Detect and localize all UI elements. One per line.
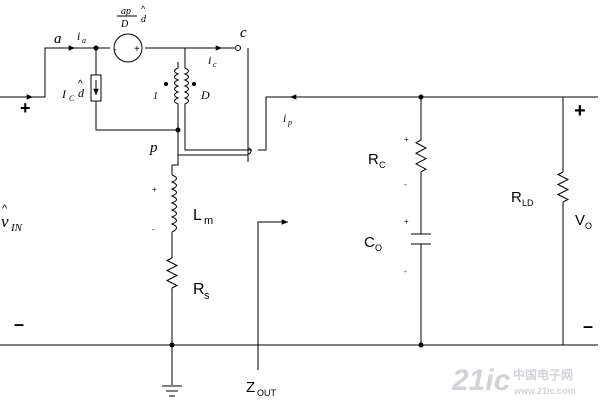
svg-text:C: C: [364, 234, 375, 251]
wires: [0, 47, 598, 397]
dep-den: D: [120, 19, 129, 30]
node-a: a: [54, 31, 62, 47]
rc-plus: +: [404, 135, 409, 144]
svg-text:c: c: [213, 60, 217, 69]
label-rld: R LD: [511, 189, 534, 208]
svg-text:R: R: [511, 189, 522, 206]
node-c: c: [240, 25, 247, 41]
resistor-rs: [165, 257, 179, 289]
transformer-secondary: D: [200, 88, 210, 102]
lm-plus: +: [152, 185, 157, 194]
svg-text:LD: LD: [522, 198, 534, 208]
output-plus: +: [574, 100, 586, 122]
current-label-ia: i a: [77, 29, 86, 45]
svg-text:L: L: [193, 207, 202, 224]
output-minus: –: [583, 316, 593, 336]
transformer: 1 D: [153, 62, 210, 112]
node-p: p: [149, 140, 158, 156]
junctions: [93, 45, 424, 348]
current-label-ic: i c: [208, 53, 217, 69]
capacitor-co: + -: [404, 217, 431, 276]
label-rs: R s: [193, 281, 210, 302]
svg-text:O: O: [375, 243, 382, 253]
source-plus: +: [134, 44, 140, 55]
ic-sub: C: [69, 94, 75, 103]
svg-text:m: m: [204, 215, 213, 227]
svg-text:R: R: [193, 281, 205, 298]
current-label-ip: i p: [283, 111, 292, 127]
inductor-lm: + -: [152, 174, 177, 234]
co-plus: +: [404, 217, 409, 226]
svg-text:p: p: [287, 118, 292, 127]
label-zout: Z OUT: [246, 379, 277, 398]
svg-text:s: s: [204, 290, 210, 302]
ic-var: d: [78, 86, 85, 100]
dep-hat: ^: [141, 4, 146, 14]
svg-text:i: i: [77, 29, 80, 43]
dep-num: ap: [121, 6, 131, 17]
source-minus: -: [114, 45, 117, 54]
resistor-rc: + -: [404, 135, 428, 189]
label-rc: R C: [368, 151, 386, 170]
current-arrows: [60, 45, 310, 100]
co-minus: -: [404, 267, 407, 276]
node-c-terminal: [235, 45, 241, 51]
input-minus: –: [14, 314, 24, 334]
dependent-voltage-source: - +: [113, 33, 143, 63]
svg-text:^: ^: [2, 203, 8, 215]
svg-text:R: R: [368, 151, 379, 168]
svg-text:O: O: [585, 221, 592, 231]
ic-main: I: [61, 87, 67, 101]
current-source: [90, 48, 102, 102]
svg-text:a: a: [82, 36, 86, 45]
ic-hat: ^: [78, 79, 83, 90]
label-vo: V O: [575, 212, 592, 231]
dep-var: d: [141, 14, 147, 25]
svg-text:V: V: [575, 212, 585, 229]
dep-source-label: ap D d ^: [117, 4, 147, 30]
svg-text:www.21ic.com: www.21ic.com: [513, 386, 576, 396]
label-lm: L m: [193, 207, 213, 227]
transformer-primary: 1: [153, 91, 158, 102]
resistor-rld: [556, 171, 570, 203]
watermark-logo: 21ic 中国电子网 www.21ic.com: [451, 364, 576, 397]
svg-text:i: i: [283, 111, 286, 125]
svg-text:IN: IN: [10, 222, 23, 234]
current-source-label: I C d ^: [61, 79, 85, 103]
label-co: C O: [364, 234, 382, 253]
rc-minus: -: [404, 180, 407, 189]
input-plus: +: [20, 98, 31, 118]
lm-minus: -: [152, 225, 155, 234]
input-voltage-label: ^ v IN: [1, 203, 23, 234]
svg-text:中国电子网: 中国电子网: [513, 367, 573, 382]
svg-text:i: i: [208, 53, 211, 67]
svg-text:OUT: OUT: [257, 388, 277, 398]
svg-text:Z: Z: [246, 379, 255, 396]
svg-text:C: C: [379, 160, 386, 170]
svg-text:21ic: 21ic: [451, 364, 511, 397]
svg-text:v: v: [1, 212, 9, 231]
